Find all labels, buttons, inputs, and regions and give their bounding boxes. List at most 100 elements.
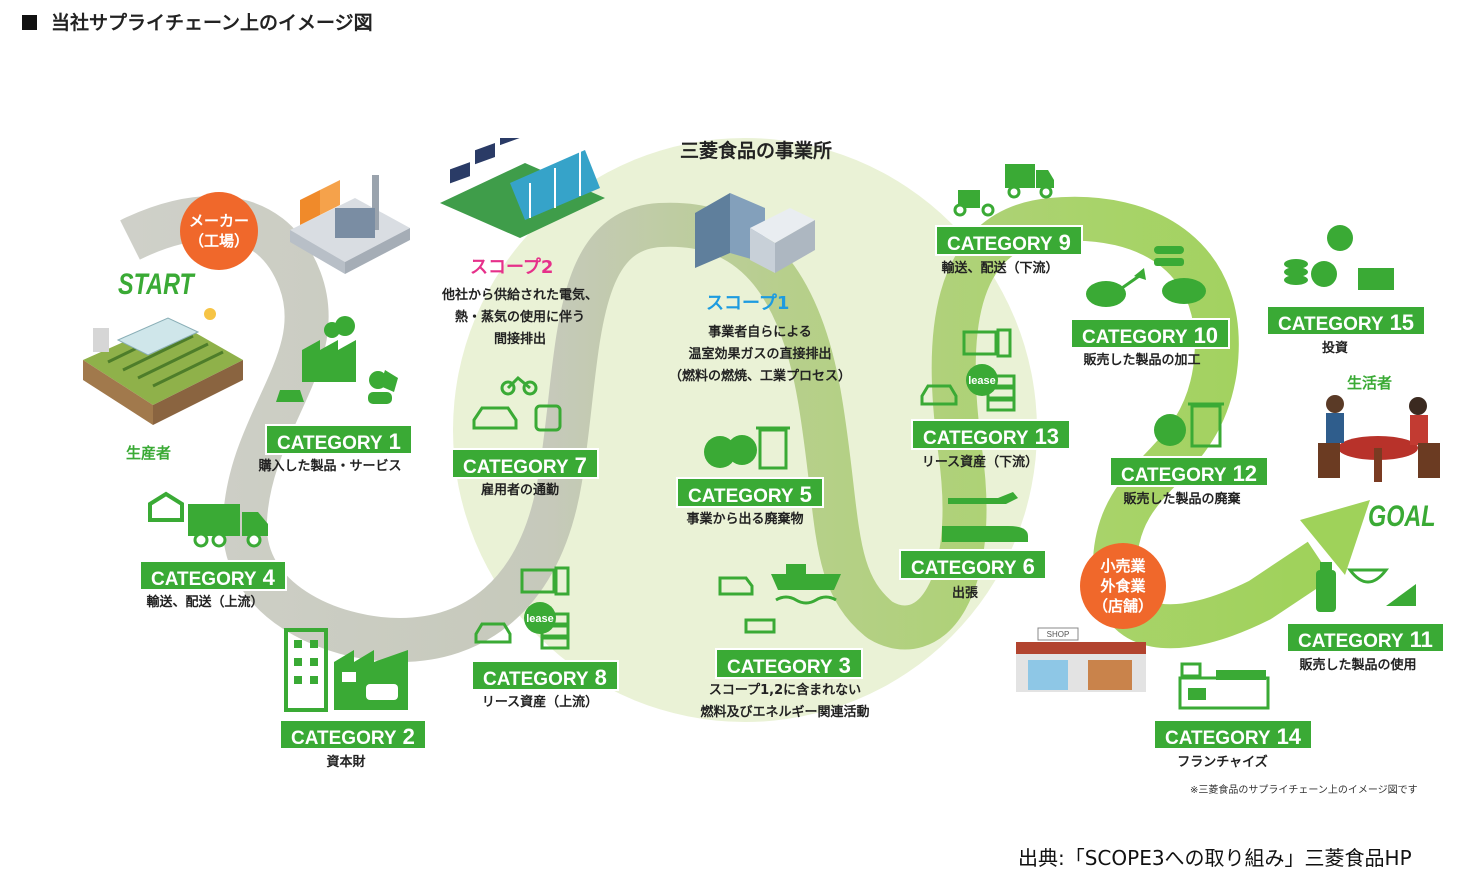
footnote: ※三菱食品のサプライチェーン上のイメージ図です <box>1190 785 1418 796</box>
maker-bubble-line1: メーカー <box>188 212 249 230</box>
diagram-title: 当社サプライチェーン上のイメージ図 <box>22 8 373 35</box>
category-14-caption: フランチャイズ <box>1177 755 1268 770</box>
scope2-line3: 間接排出 <box>493 332 546 347</box>
category-3-caption: スコープ1,2に含まれない 燃料及びエネルギー関連活動 <box>680 680 890 724</box>
consumers-dining-icon <box>1318 395 1440 482</box>
lease-icon-upstream: lease <box>474 566 570 650</box>
category-4-text: CATEGORY <box>151 569 257 590</box>
category-11-caption: 販売した製品の使用 <box>1299 658 1417 673</box>
investment-icon <box>1284 225 1394 290</box>
category-13-number: 13 <box>1034 424 1060 449</box>
product-waste-icon <box>1154 402 1224 448</box>
commute-icon <box>472 375 562 432</box>
category-6-caption: 出張 <box>951 586 978 601</box>
retail-bubble: 小売業 外食業 （店舗） <box>1080 543 1166 629</box>
category-5-caption: 事業から出る廃棄物 <box>686 512 804 527</box>
category-7-text: CATEGORY <box>463 457 569 478</box>
maker-bubble: メーカー （工場） <box>180 192 258 270</box>
power-plant-icon <box>440 138 605 238</box>
retail-bubble-line3: （店舗） <box>1092 597 1153 615</box>
category-10-caption: 販売した製品の加工 <box>1083 353 1201 368</box>
franchise-icon <box>1178 662 1270 710</box>
retail-bubble-line1: 小売業 <box>1100 557 1146 575</box>
scope1-title: スコープ1 <box>706 293 790 314</box>
scope2-desc: 他社から供給された電気、 熱・蒸気の使用に伴う 間接排出 <box>420 285 620 351</box>
lease-text-upstream: lease <box>526 613 554 625</box>
category-3-text: CATEGORY <box>727 657 833 678</box>
food-processing-icon <box>1086 246 1206 307</box>
shop-sign-text: SHOP <box>1047 630 1070 639</box>
scope2-line2: 熱・蒸気の使用に伴う <box>454 310 585 325</box>
category-13-text: CATEGORY <box>923 428 1029 449</box>
start-label: START <box>118 268 194 301</box>
category-3-caption-line2: 燃料及びエネルギー関連活動 <box>700 705 870 720</box>
category-1-caption: 購入した製品・サービス <box>258 459 402 474</box>
factory-icon <box>290 175 410 274</box>
category-5-text: CATEGORY <box>688 486 794 507</box>
category-12-number: 12 <box>1232 461 1258 486</box>
category-3-number: 3 <box>838 653 851 678</box>
category-3-caption-line1: スコープ1,2に含まれない <box>708 683 862 698</box>
business-trip-icon <box>942 492 1028 542</box>
diagram-title-text: 当社サプライチェーン上のイメージ図 <box>51 12 373 34</box>
office-building-icon <box>695 193 815 273</box>
category-4-caption: 輸送、配送（上流） <box>146 595 264 610</box>
goal-label: GOAL <box>1368 500 1436 533</box>
category-12-text: CATEGORY <box>1121 465 1227 486</box>
category-15-caption: 投資 <box>1321 341 1348 356</box>
category-13-caption: リース資産（下流） <box>921 455 1039 470</box>
office-label: 三菱食品の事業所 <box>680 140 833 162</box>
category-6-number: 6 <box>1022 554 1035 579</box>
scope1-line1: 事業者自らによる <box>708 325 812 340</box>
retail-bubble-line2: 外食業 <box>1100 577 1146 595</box>
scope2-title: スコープ2 <box>470 257 554 278</box>
consumer-label: 生活者 <box>1347 374 1393 392</box>
factory-goods-icon <box>276 316 398 404</box>
delivery-vehicles-icon <box>953 164 1054 217</box>
capital-goods-icon <box>284 628 408 712</box>
category-2-caption: 資本財 <box>326 755 366 770</box>
scope1-line2: 温室効果ガスの直接排出 <box>688 347 832 362</box>
category-8-caption: リース資産（上流） <box>481 695 599 710</box>
category-12-caption: 販売した製品の廃棄 <box>1123 492 1241 507</box>
category-11-text: CATEGORY <box>1298 631 1404 652</box>
category-11-number: 11 <box>1409 627 1433 652</box>
shop-icon: SHOP <box>1016 627 1146 692</box>
category-15-number: 15 <box>1389 310 1415 335</box>
category-14-number: 14 <box>1276 724 1302 749</box>
waste-bags-icon <box>704 426 790 470</box>
category-2-text: CATEGORY <box>291 728 397 749</box>
category-1-text: CATEGORY <box>277 433 383 454</box>
category-10-number: 10 <box>1193 323 1219 348</box>
lease-text-downstream: lease <box>968 375 996 387</box>
product-use-icon <box>1316 562 1416 612</box>
category-5-number: 5 <box>799 482 812 507</box>
category-14-text: CATEGORY <box>1165 728 1271 749</box>
category-9-text: CATEGORY <box>947 234 1053 255</box>
category-4-number: 4 <box>262 565 275 590</box>
category-9-caption: 輸送、配送（下流） <box>941 261 1059 276</box>
warehouse-truck-icon <box>148 491 268 548</box>
category-7-number: 7 <box>574 453 587 478</box>
category-6-text: CATEGORY <box>911 558 1017 579</box>
category-10-text: CATEGORY <box>1082 327 1188 348</box>
category-8-number: 8 <box>594 665 607 690</box>
scope1-desc: 事業者自らによる 温室効果ガスの直接排出 （燃料の燃焼、工業プロセス） <box>660 322 860 388</box>
producer-label: 生産者 <box>126 444 172 462</box>
source-citation: 出典:「SCOPE3への取り組み」三菱食品HP <box>1018 846 1412 870</box>
maker-bubble-line2: （工場） <box>188 232 249 250</box>
category-9-number: 9 <box>1058 230 1071 255</box>
lease-icon-downstream: lease <box>920 328 1016 412</box>
